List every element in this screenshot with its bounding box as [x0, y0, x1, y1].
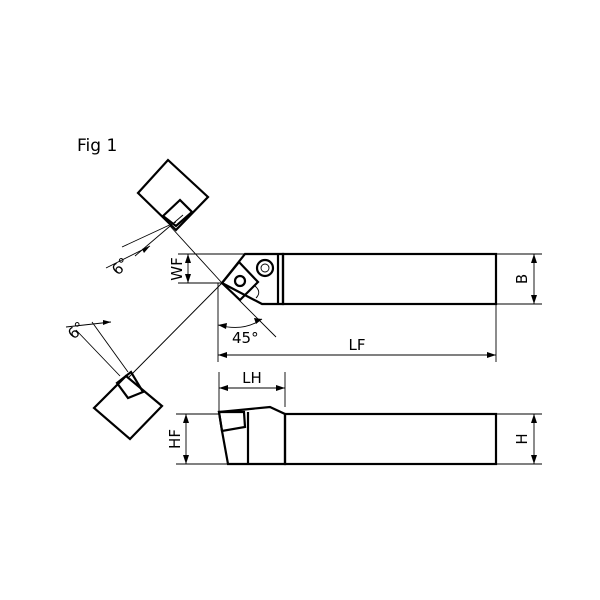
- b-arrow-bottom: [531, 295, 537, 304]
- inset-bottom-clearance-line-a: [75, 329, 121, 377]
- figure-caption: Fig 1: [77, 136, 117, 156]
- clamp-lever: [254, 285, 260, 299]
- h-label: H: [513, 433, 531, 444]
- h-dimension: H: [513, 414, 537, 464]
- axis-line-upper: [169, 225, 223, 284]
- clamp-screw-icon: [255, 258, 275, 278]
- b-dimension: B: [513, 254, 537, 304]
- lh-label: LH: [242, 369, 262, 387]
- angle-6-top-arrow: [142, 246, 150, 253]
- angle-45-dimension: 45°: [217, 318, 263, 347]
- head-top-view: [220, 252, 285, 306]
- lf-arrow-right: [487, 352, 496, 358]
- inset-bottom: [75, 321, 164, 441]
- hf-label: HF: [166, 429, 184, 449]
- lh-arrow-right: [276, 385, 285, 391]
- head-side-view: [217, 405, 287, 466]
- lh-dimension: LH: [219, 369, 285, 391]
- wf-arrow-top: [185, 254, 191, 263]
- h-arrow-bottom: [531, 455, 537, 464]
- inset-top-clearance-line-a: [121, 221, 177, 248]
- hf-dimension: HF: [166, 414, 189, 464]
- wf-dimension: WF: [168, 254, 191, 283]
- angle-6-top: 6°: [105, 245, 151, 279]
- angle-45-arrow-right: [254, 318, 262, 324]
- insert-top-view: [220, 260, 260, 302]
- axis-line-lower: [127, 282, 223, 379]
- hf-arrow-bottom: [183, 455, 189, 464]
- insert-side-view: [217, 410, 247, 433]
- wf-label: WF: [168, 257, 186, 280]
- angle-45-label: 45°: [232, 329, 259, 347]
- lf-label: LF: [349, 336, 366, 354]
- angle-45-leg: [221, 282, 277, 338]
- inset-top: [121, 158, 210, 257]
- inset-bottom-insert: [115, 370, 145, 400]
- hf-arrow-top: [183, 414, 189, 423]
- shank-top-view: [281, 252, 498, 306]
- shank-side-view: [283, 412, 498, 466]
- b-label: B: [513, 274, 531, 284]
- h-arrow-top: [531, 414, 537, 423]
- top-view: [220, 252, 498, 306]
- inset-top-insert: [161, 198, 194, 228]
- lf-arrow-left: [218, 352, 227, 358]
- inset-bottom-outline: [92, 374, 164, 441]
- insert-screw-hole: [233, 274, 247, 288]
- angle-6-bottom-arrow: [103, 320, 111, 325]
- side-view: [176, 372, 542, 466]
- inset-bottom-clearance-line-b: [91, 321, 129, 373]
- angle-6-top-label: 6°: [108, 254, 133, 279]
- wf-arrow-bottom: [185, 274, 191, 283]
- angle-45-arrow-left: [218, 323, 227, 329]
- clamp-screw-inner: [260, 263, 270, 273]
- inset-top-outline: [136, 158, 210, 232]
- b-arrow-top: [531, 254, 537, 263]
- lh-arrow-left: [219, 385, 228, 391]
- lf-dimension: LF: [218, 336, 496, 358]
